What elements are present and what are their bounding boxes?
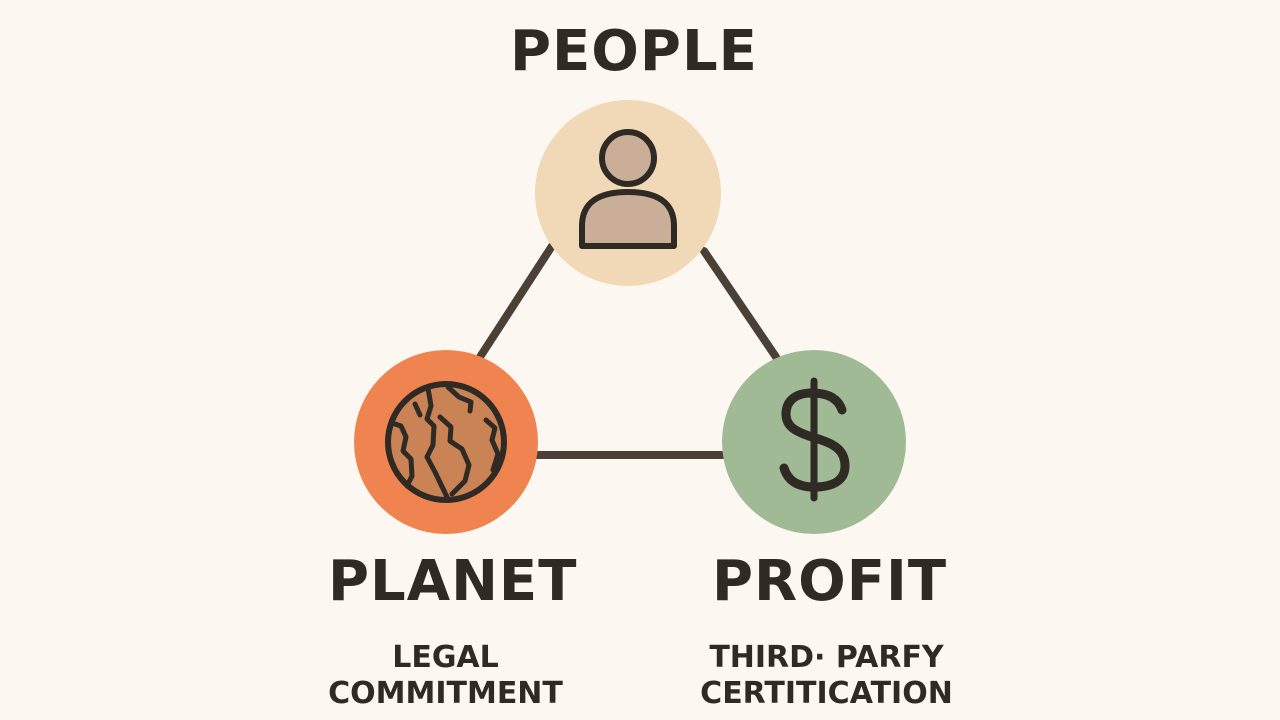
edge-people-planet xyxy=(476,242,556,361)
node-people xyxy=(535,100,721,286)
profit-title: PROFIT xyxy=(712,549,948,614)
profit-subtitle-line-2: CERTITICATION xyxy=(700,676,953,711)
person-icon xyxy=(579,129,677,249)
planet-subtitle-line-2: COMMITMENT xyxy=(328,676,563,711)
connector-lines xyxy=(476,242,780,459)
people-title: PEOPLE xyxy=(510,19,758,84)
node-profit xyxy=(722,350,906,534)
planet-title: PLANET xyxy=(328,549,578,614)
profit-subtitle: THIRD· PARFY CERTITICATION xyxy=(694,640,959,712)
profit-subtitle-line-1: THIRD· PARFY xyxy=(709,640,944,675)
globe-icon xyxy=(385,381,507,503)
edge-people-profit xyxy=(700,247,780,361)
planet-subtitle: LEGAL COMMITMENT xyxy=(318,640,573,712)
planet-subtitle-line-1: LEGAL xyxy=(392,640,499,675)
dollar-icon xyxy=(779,377,850,502)
node-planet xyxy=(354,350,538,534)
